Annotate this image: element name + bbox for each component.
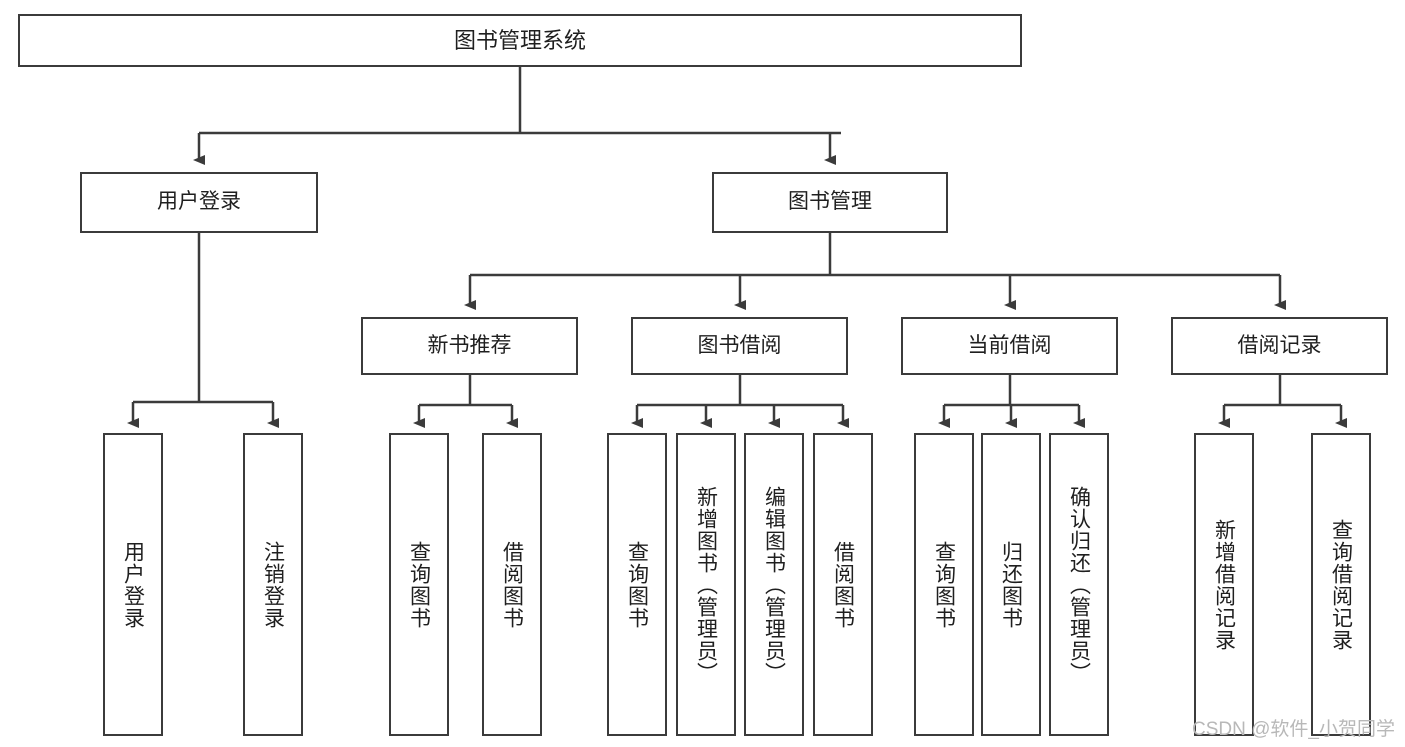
node-book-borrow[interactable]: 图书借阅 [631,317,848,375]
node-label: 用户登录 [121,540,145,629]
leaf-record-query-record[interactable]: 查询借阅记录 [1311,433,1371,736]
node-book-management[interactable]: 图书管理 [712,172,948,233]
leaf-recommend-borrow-book[interactable]: 借阅图书 [482,433,542,736]
node-current-borrow[interactable]: 当前借阅 [901,317,1118,375]
node-label: 编辑图书（管理员） [762,485,786,684]
node-label: 归还图书 [999,540,1023,629]
node-label: 新增图书（管理员） [694,485,718,684]
leaf-record-add-record[interactable]: 新增借阅记录 [1194,433,1254,736]
node-label: 借阅记录 [1237,333,1322,357]
leaf-borrow-add-book-admin[interactable]: 新增图书（管理员） [676,433,736,736]
node-label: 当前借阅 [967,333,1052,357]
node-label: 查询图书 [407,540,431,629]
leaf-recommend-query-book[interactable]: 查询图书 [389,433,449,736]
node-label: 注销登录 [261,540,285,629]
node-label: 借阅图书 [500,540,524,629]
leaf-current-query-book[interactable]: 查询图书 [914,433,974,736]
node-new-book-recommend[interactable]: 新书推荐 [361,317,578,375]
node-root-system[interactable]: 图书管理系统 [18,14,1022,67]
leaf-borrow-borrow-book[interactable]: 借阅图书 [813,433,873,736]
node-label: 查询借阅记录 [1329,518,1353,651]
leaf-current-return-book[interactable]: 归还图书 [981,433,1041,736]
node-borrow-record[interactable]: 借阅记录 [1171,317,1388,375]
node-label: 新书推荐 [427,333,512,357]
node-label: 图书借阅 [697,333,782,357]
node-label: 确认归还（管理员） [1067,485,1091,684]
node-label: 查询图书 [625,540,649,629]
node-label: 新增借阅记录 [1212,518,1236,651]
node-label: 借阅图书 [831,540,855,629]
node-user-login[interactable]: 用户登录 [80,172,318,233]
node-label: 查询图书 [932,540,956,629]
leaf-user-login-signin[interactable]: 用户登录 [103,433,163,736]
leaf-current-confirm-return-admin[interactable]: 确认归还（管理员） [1049,433,1109,736]
node-label: 用户登录 [157,190,241,214]
leaf-borrow-query-book[interactable]: 查询图书 [607,433,667,736]
leaf-borrow-edit-book-admin[interactable]: 编辑图书（管理员） [744,433,804,736]
leaf-user-login-signout[interactable]: 注销登录 [243,433,303,736]
node-label: 图书管理 [788,190,872,214]
node-label: 图书管理系统 [453,27,586,53]
